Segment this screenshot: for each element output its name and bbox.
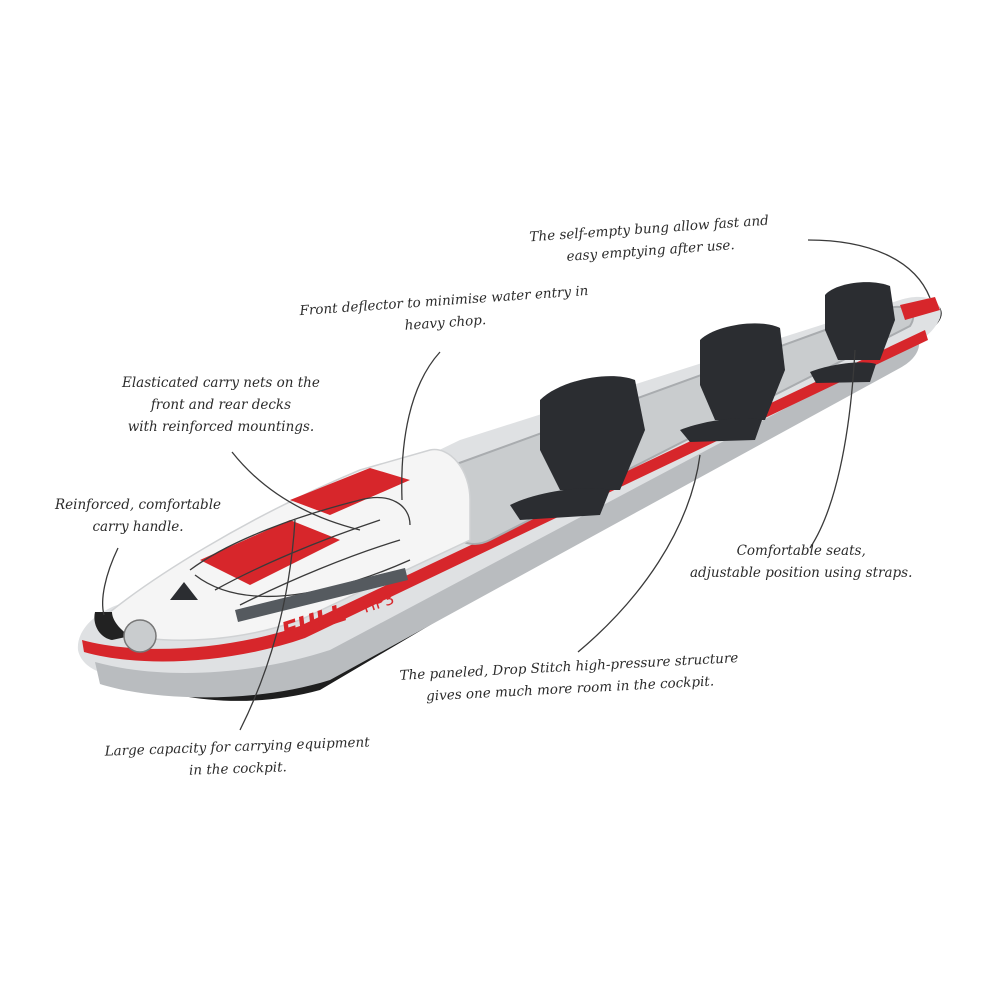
- annotation-capacity: Large capacity for carrying equipment in…: [104, 734, 370, 779]
- seat: [510, 376, 645, 520]
- deck-pad: [235, 568, 408, 622]
- leader-deflector: [401, 351, 441, 501]
- bow-valve: [123, 619, 157, 653]
- seat: [810, 282, 895, 383]
- annotation-nets: Elasticated carry nets on the front and …: [122, 375, 320, 435]
- leader-capacity: [239, 519, 296, 731]
- stern-bung: [900, 297, 940, 320]
- annotation-handle: Reinforced, comfortable carry handle.: [55, 497, 222, 535]
- leader-handle: [102, 547, 119, 616]
- leader-structure: [577, 454, 701, 653]
- annotation-seats: Comfortable seats, adjustable position u…: [690, 543, 913, 581]
- leader-nets: [231, 451, 361, 531]
- seat: [680, 323, 785, 442]
- leader-seats: [809, 349, 856, 549]
- carry-handle: [94, 612, 130, 640]
- logo-badge: [170, 582, 198, 600]
- deck-red-chevron: [290, 468, 410, 515]
- leader-bung: [807, 239, 931, 299]
- deck-red-chevron: [200, 520, 340, 585]
